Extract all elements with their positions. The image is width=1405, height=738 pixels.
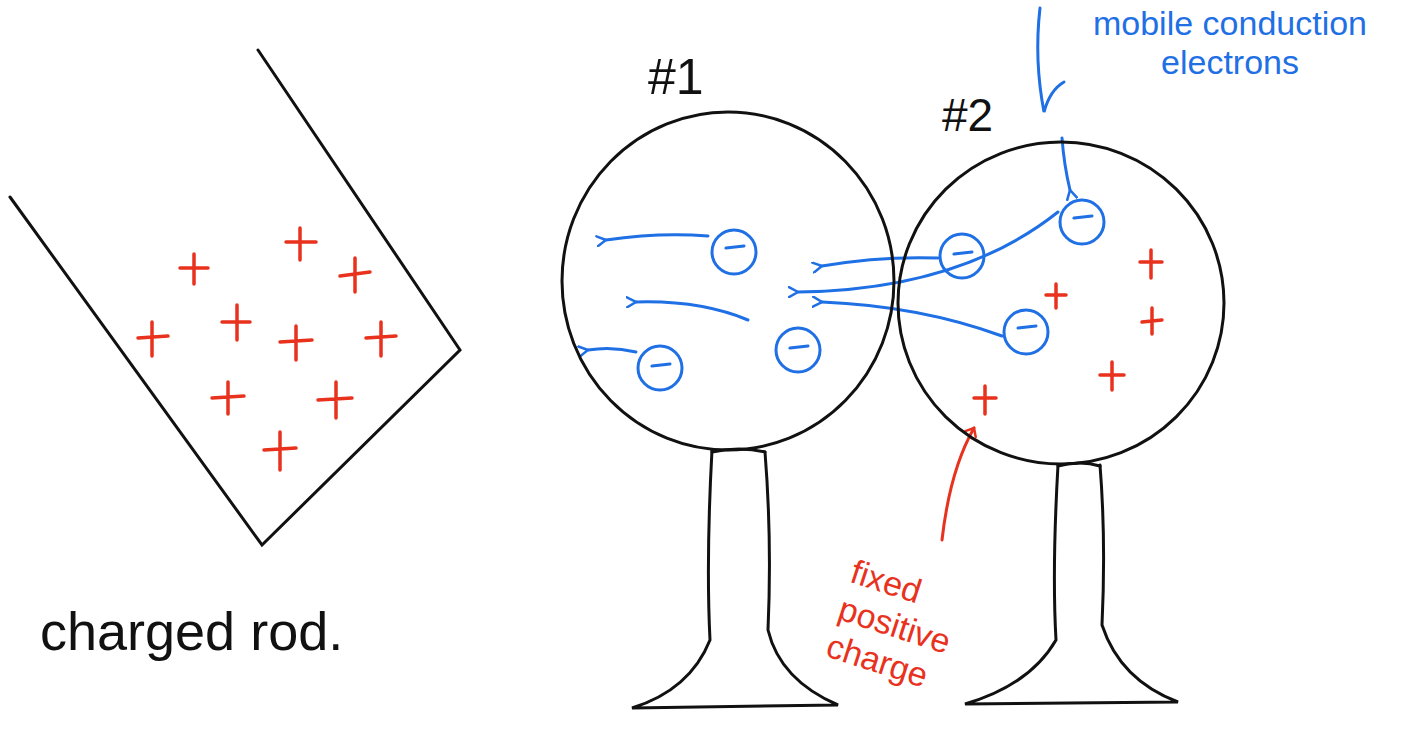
annotation: mobile conduction electrons	[1060, 4, 1400, 82]
rod-outline	[0, 40, 470, 560]
sphere-number: #1	[648, 48, 704, 106]
object-label: charged rod.	[40, 600, 343, 662]
motion-arrow	[588, 212, 1058, 352]
leader-line	[1038, 8, 1070, 190]
charged-rod: charged rod.	[0, 40, 470, 560]
sphere-number: #2	[942, 88, 993, 142]
positive-charge-symbols	[138, 228, 1162, 470]
electron	[638, 200, 1104, 390]
sphere-outline	[896, 140, 1226, 466]
conducting-sphere: #2	[896, 140, 1226, 466]
annotation: fixed positive charge	[822, 552, 1010, 713]
sphere-outline	[560, 110, 896, 452]
leader-line	[942, 428, 974, 540]
conducting-sphere: #1	[560, 110, 896, 452]
